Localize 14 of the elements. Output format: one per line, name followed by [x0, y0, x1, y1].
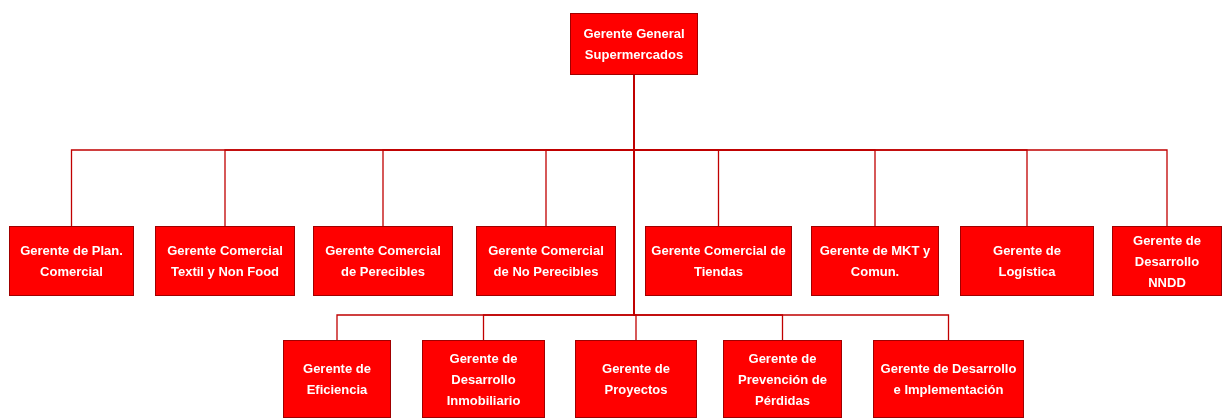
position-box: Gerente de Desarrollo Inmobiliario	[422, 340, 545, 418]
position-box: Gerente Comercial de Tiendas	[645, 226, 792, 296]
position-box: Gerente Comercial de Perecibles	[313, 226, 453, 296]
position-box: Gerente Comercial de No Perecibles	[476, 226, 616, 296]
position-box: Gerente de Desarrollo NNDD	[1112, 226, 1222, 296]
position-box: Gerente de MKT y Comun.	[811, 226, 939, 296]
position-box: Gerente Comercial Textil y Non Food	[155, 226, 295, 296]
position-box: Gerente de Logística	[960, 226, 1094, 296]
position-box: Gerente de Eficiencia	[283, 340, 391, 418]
position-box: Gerente de Prevención de Pérdidas	[723, 340, 842, 418]
position-box: Gerente de Proyectos	[575, 340, 697, 418]
position-box: Gerente de Desarrollo e Implementación	[873, 340, 1024, 418]
position-box: Gerente de Plan. Comercial	[9, 226, 134, 296]
position-box: Gerente General Supermercados	[570, 13, 698, 75]
